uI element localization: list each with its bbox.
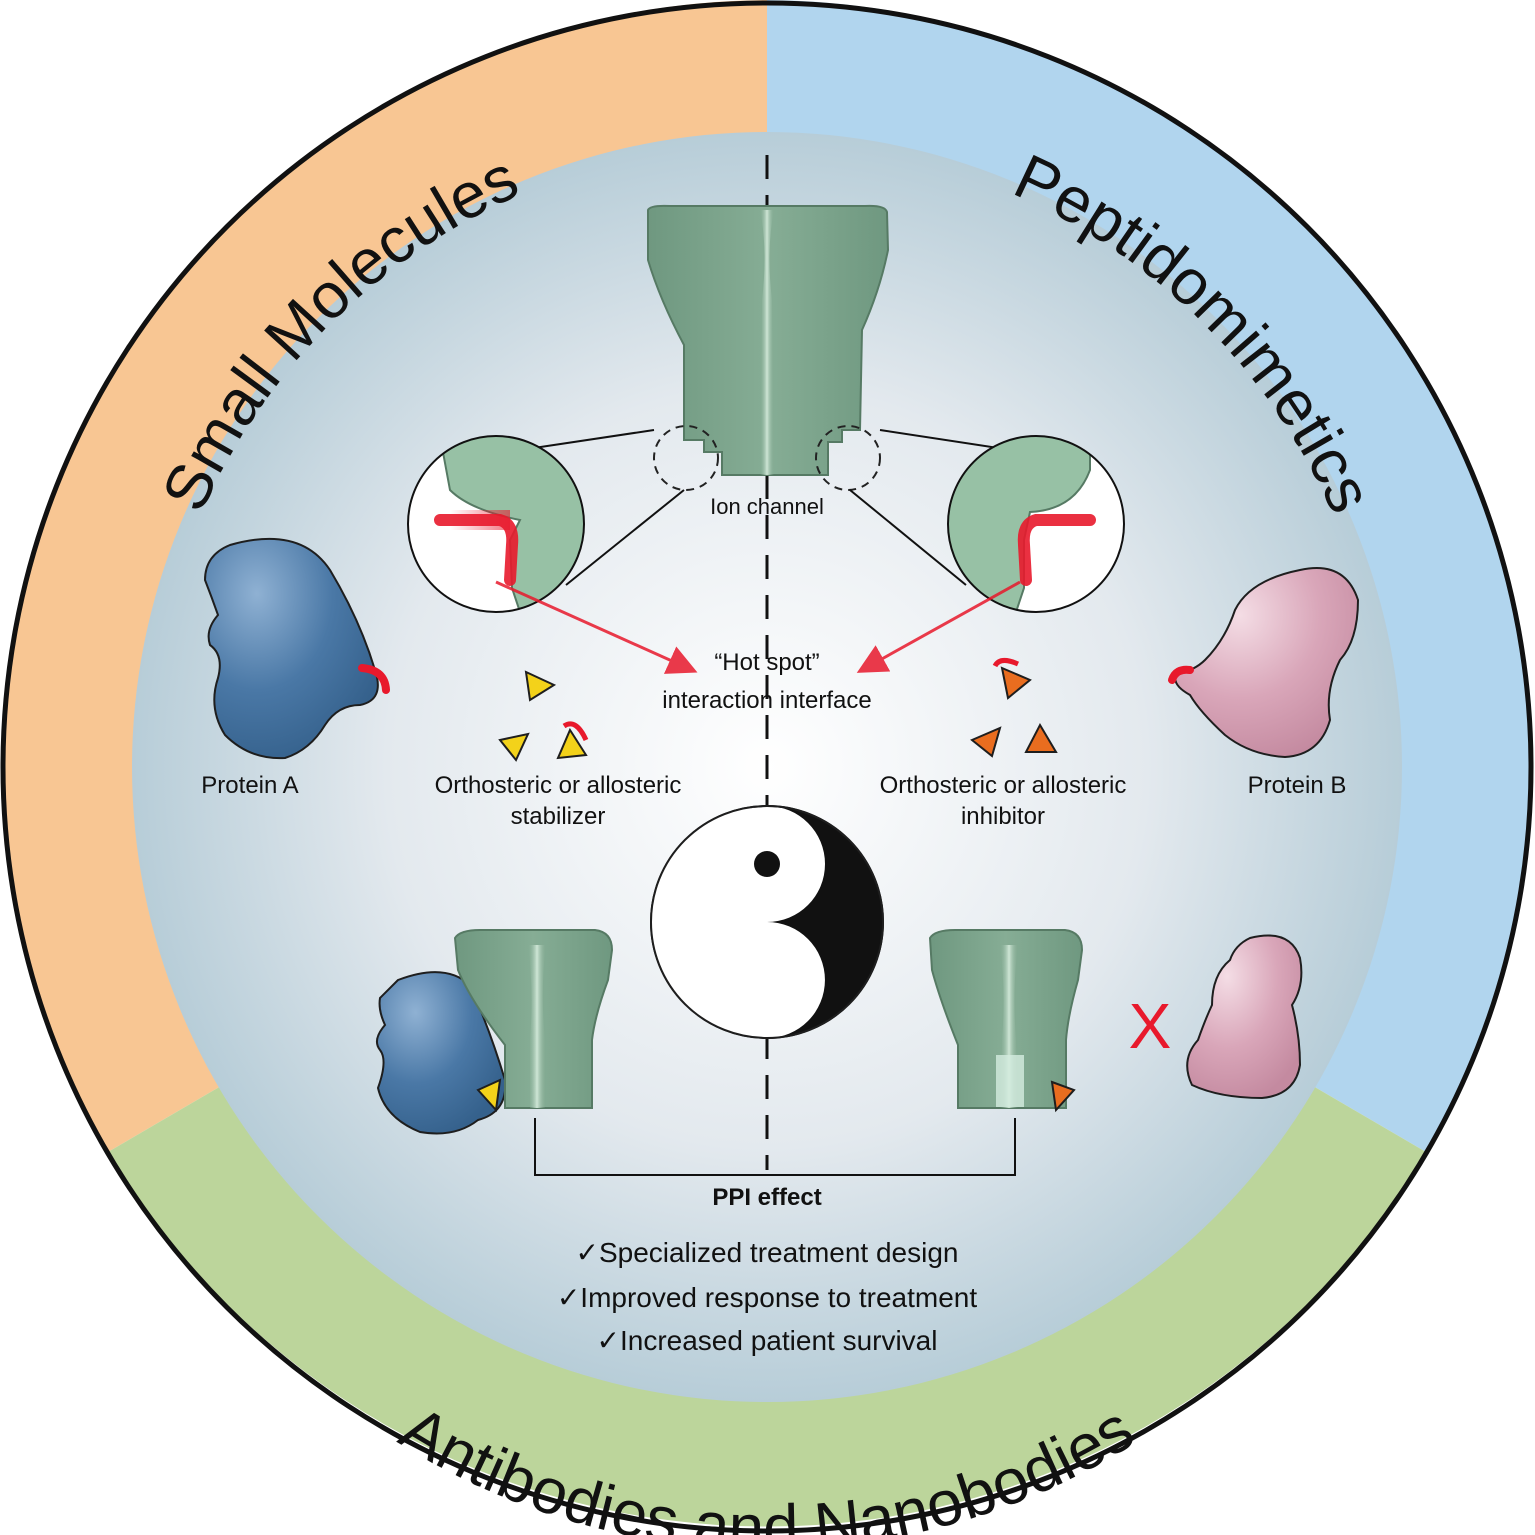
complex-inhibited [928,929,1084,1113]
zoom-marker-left [653,425,719,491]
ppi-effect-label: PPI effect [712,1184,821,1211]
interaction-interface-label: interaction interface [662,687,871,714]
inhibitor-label-line1: Orthosteric or allosteric [880,772,1127,799]
zoom-circle-left [407,435,585,613]
no-binding-x-mark: X [1129,990,1172,1062]
protein-a [203,537,390,760]
stabilizer-hotspot [562,721,589,742]
zoom-marker-right [815,425,881,491]
inhibitor-molecules [970,666,1058,758]
zoom-circle-right [947,435,1125,613]
benefit-item: ✓Improved response to treatment [557,1282,978,1313]
complex-stabilized [375,929,614,1135]
benefit-item: ✓Specialized treatment design [575,1237,958,1268]
hot-spot-label: “Hot spot” [714,649,819,676]
stabilizer-label-line1: Orthosteric or allosteric [435,772,682,799]
ppi-bracket [534,1118,1016,1176]
stabilizer-label-line2: stabilizer [511,803,606,830]
protein-b [1168,567,1360,759]
yin-yang-icon [650,805,884,1039]
red-arrow-icon [495,580,1021,674]
protein-b-unbound [1186,934,1303,1100]
ion-channel-top [647,204,890,476]
protein-a-label: Protein A [201,772,298,799]
protein-b-label: Protein B [1248,772,1347,799]
inhibitor-label-line2: inhibitor [961,803,1045,830]
ion-channel-label: Ion channel [710,494,824,519]
benefit-item: ✓Increased patient survival [597,1325,938,1356]
inhibitor-hotspot [992,658,1020,668]
stabilizer-molecules [498,670,588,762]
